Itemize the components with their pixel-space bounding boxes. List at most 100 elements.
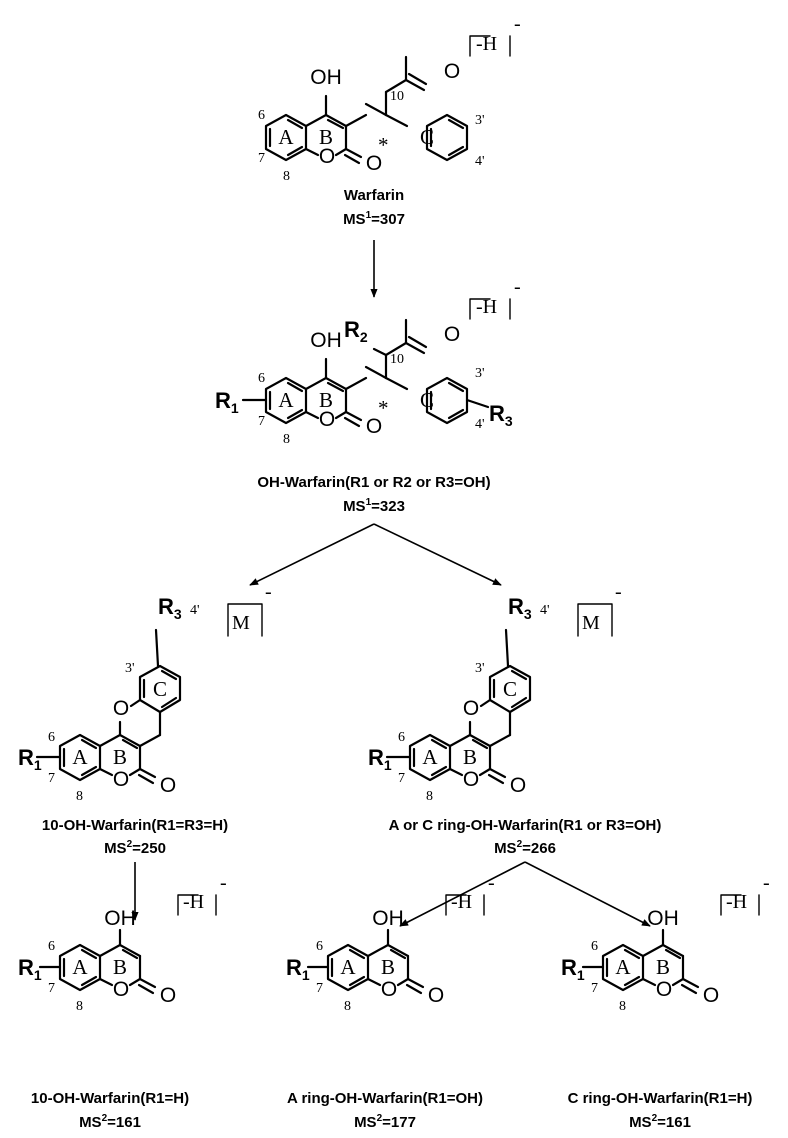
ion-charge: - — [514, 13, 521, 35]
hydroxyl-label: OH — [104, 907, 136, 930]
ten-oh-fragment-name: 10-OH-Warfarin(R1=R3=H) — [42, 817, 228, 834]
pyran-oxygen-label: O — [463, 697, 479, 720]
ion-bracket — [445, 894, 485, 916]
position-8: 8 — [426, 789, 433, 804]
ring-oxygen-label: O — [319, 145, 335, 168]
ion-bracket — [720, 894, 760, 916]
position-3-prime: 3' — [475, 366, 485, 381]
c-ring-small-ms: MS2=161 — [629, 1113, 691, 1131]
r2-substituent: R2 — [344, 317, 368, 345]
hydroxyl-label: OH — [372, 907, 404, 930]
a-ring-small-structure: OH O O A B 6 7 8 R1 -H - — [286, 872, 495, 1014]
r3-substituent: R3 — [489, 401, 513, 429]
ring-b-label: B — [113, 745, 127, 769]
chiral-star: * — [378, 133, 389, 157]
warfarin-ms: MS1=307 — [343, 210, 405, 228]
ring-oxygen-label: O — [113, 768, 129, 791]
position-10: 10 — [390, 352, 404, 367]
ring-a-label: A — [278, 125, 294, 149]
ring-oxygen-label: O — [113, 978, 129, 1001]
position-8: 8 — [283, 169, 290, 184]
position-8: 8 — [619, 999, 626, 1014]
carbonyl-oxygen-label: O — [428, 984, 444, 1007]
ring-c-label: C — [420, 388, 434, 412]
ion-label: M — [582, 612, 600, 634]
position-4-prime: 4' — [475, 154, 485, 169]
position-7: 7 — [258, 414, 265, 429]
position-7: 7 — [591, 981, 598, 996]
carbonyl-oxygen-label: O — [366, 415, 382, 438]
ring-oxygen-label: O — [463, 768, 479, 791]
position-6: 6 — [258, 371, 265, 386]
position-10: 10 — [390, 89, 404, 104]
position-4-prime: 4' — [190, 603, 200, 618]
ten-oh-small-ms: MS2=161 — [79, 1113, 141, 1131]
r1-substituent: R1 — [561, 955, 585, 983]
position-7: 7 — [398, 771, 405, 786]
ring-a-label: A — [278, 388, 294, 412]
ten-oh-fragment-structure: O O O A B C 6 7 8 3' 4' R1 R3 M - — [18, 581, 272, 804]
ac-ring-fragment-name: A or C ring-OH-Warfarin(R1 or R3=OH) — [389, 817, 662, 834]
ion-charge: - — [514, 276, 521, 298]
position-3-prime: 3' — [475, 661, 485, 676]
ion-charge: - — [488, 872, 495, 894]
chiral-star: * — [378, 396, 389, 420]
ring-b-label: B — [319, 125, 333, 149]
a-ring-small-ms: MS2=177 — [354, 1113, 416, 1131]
position-7: 7 — [48, 981, 55, 996]
r1-substituent: R1 — [368, 745, 392, 773]
ring-c-label: C — [153, 677, 167, 701]
ring-b-label: B — [113, 955, 127, 979]
position-6: 6 — [258, 108, 265, 123]
position-8: 8 — [344, 999, 351, 1014]
r1-substituent: R1 — [18, 745, 42, 773]
position-8: 8 — [283, 432, 290, 447]
position-6: 6 — [48, 730, 55, 745]
arrow-ac-to-c-ring — [524, 861, 651, 927]
ion-bracket — [177, 894, 217, 916]
ten-oh-small-name: 10-OH-Warfarin(R1=H) — [31, 1090, 189, 1107]
warfarin-name: Warfarin — [344, 187, 404, 204]
position-4-prime: 4' — [540, 603, 550, 618]
r1-substituent: R1 — [286, 955, 310, 983]
carbonyl-oxygen-label: O — [510, 774, 526, 797]
ring-a-label: A — [615, 955, 631, 979]
ion-charge: - — [615, 581, 622, 603]
ion-charge: - — [220, 872, 227, 894]
ring-a-label: A — [422, 745, 438, 769]
hydroxyl-label: OH — [310, 66, 342, 89]
position-6: 6 — [398, 730, 405, 745]
hydroxyl-label: OH — [310, 329, 342, 352]
position-3-prime: 3' — [125, 661, 135, 676]
oh-warfarin-structure: OH O O O A B C 6 7 8 10 3' 4' * R1 R2 R3… — [215, 276, 521, 447]
oh-warfarin-name: OH-Warfarin(R1 or R2 or R3=OH) — [257, 474, 490, 491]
ion-charge: - — [265, 581, 272, 603]
position-8: 8 — [76, 789, 83, 804]
carbonyl-oxygen-label: O — [703, 984, 719, 1007]
ion-bracket — [577, 603, 613, 637]
ion-bracket — [469, 35, 511, 57]
ring-a-label: A — [72, 745, 88, 769]
arrow-oh-to-10oh — [249, 523, 375, 586]
ten-oh-fragment-ms: MS2=250 — [104, 839, 166, 857]
warfarin-structure: OH O O O A B C 6 7 8 10 3' 4' * -H - — [258, 13, 521, 184]
ring-oxygen-label: O — [381, 978, 397, 1001]
ring-a-label: A — [72, 955, 88, 979]
ring-b-label: B — [463, 745, 477, 769]
ring-b-label: B — [381, 955, 395, 979]
ion-label: -H — [183, 891, 204, 913]
ion-label: -H — [476, 33, 497, 55]
arrow-ac-to-a-ring — [399, 861, 526, 927]
carbonyl-oxygen-label: O — [160, 774, 176, 797]
ketone-oxygen-label: O — [444, 323, 460, 346]
position-8: 8 — [76, 999, 83, 1014]
ac-ring-fragment-structure: O O O A B C 6 7 8 3' 4' R1 R3 M - — [368, 581, 622, 804]
oh-warfarin-ms: MS1=323 — [343, 497, 405, 515]
position-6: 6 — [316, 939, 323, 954]
position-3-prime: 3' — [475, 113, 485, 128]
a-ring-small-name: A ring-OH-Warfarin(R1=OH) — [287, 1090, 483, 1107]
c-ring-small-name: C ring-OH-Warfarin(R1=H) — [568, 1090, 753, 1107]
ion-label: -H — [451, 891, 472, 913]
r3-substituent: R3 — [508, 594, 532, 622]
position-7: 7 — [258, 151, 265, 166]
